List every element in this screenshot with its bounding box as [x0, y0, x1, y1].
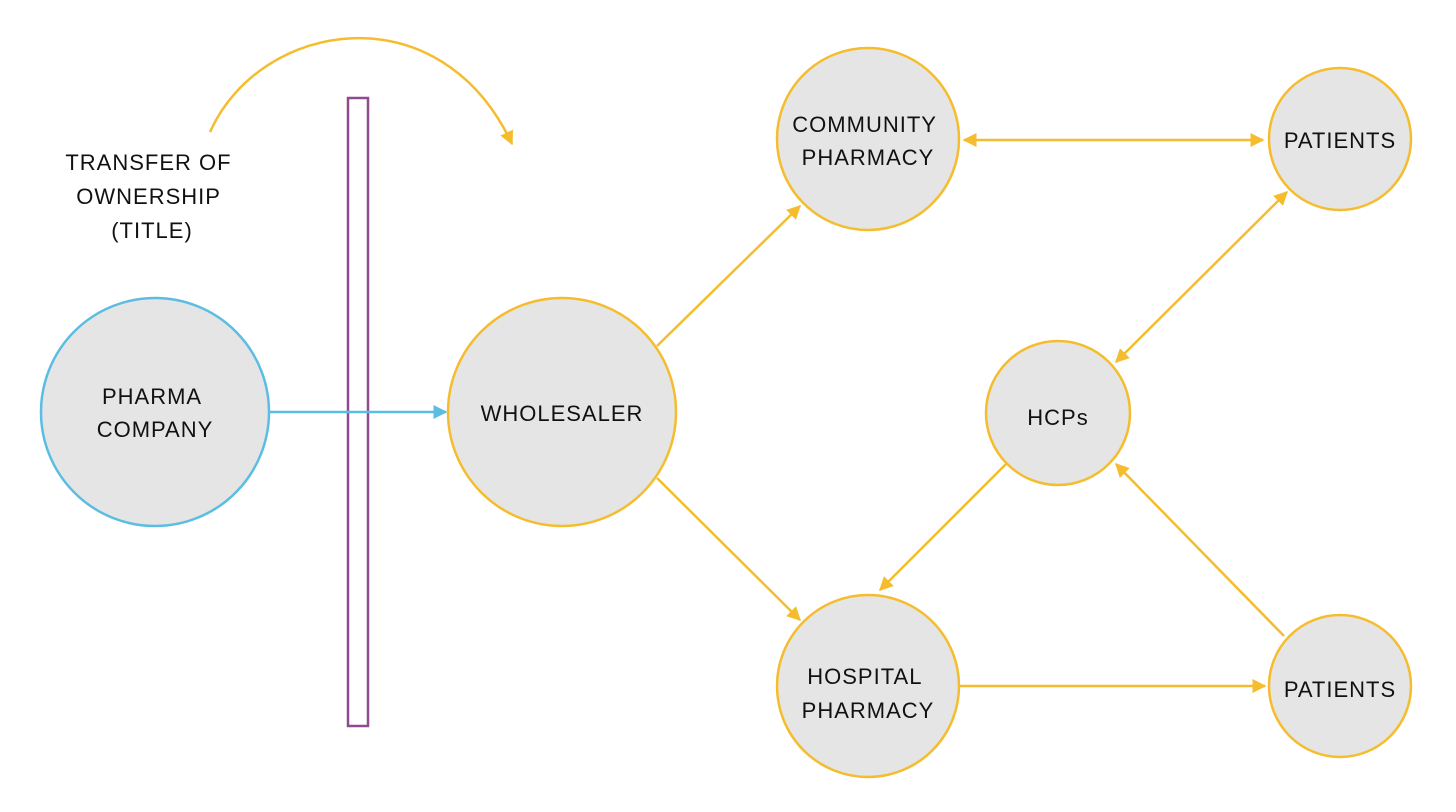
node-pharma-company-line2: COMPANY — [97, 417, 214, 442]
node-hospital-pharmacy: HOSPITAL PHARMACY — [775, 593, 961, 779]
node-wholesaler-label: WHOLESALER — [481, 401, 644, 426]
node-patients-top-label: PATIENTS — [1284, 128, 1396, 153]
node-patients-bottom-label: PATIENTS — [1284, 677, 1396, 702]
node-hcps-label: HCPs — [1027, 405, 1088, 430]
node-patients-top: PATIENTS — [1267, 66, 1413, 212]
edge-wholesaler-to-hospital — [656, 477, 801, 621]
node-community-pharmacy: COMMUNITY PHARMACY — [775, 46, 961, 232]
node-hospital-pharmacy-line2: PHARMACY — [802, 698, 935, 723]
edge-wholesaler-to-community — [656, 205, 802, 347]
transfer-note: TRANSFER OF OWNERSHIP (TITLE) — [65, 150, 238, 243]
node-hcps: HCPs — [984, 339, 1132, 487]
node-hospital-pharmacy-label: HOSPITAL PHARMACY — [802, 664, 935, 723]
node-hospital-pharmacy-line1: HOSPITAL — [807, 664, 921, 689]
node-community-pharmacy-line1: COMMUNITY — [792, 112, 936, 137]
transfer-note-line2: OWNERSHIP — [76, 184, 220, 209]
node-pharma-company-label: PHARMA COMPANY — [97, 384, 214, 442]
node-wholesaler: WHOLESALER — [446, 296, 678, 528]
node-community-pharmacy-label: COMMUNITY PHARMACY — [792, 112, 943, 170]
edge-patients-hcps — [1115, 191, 1288, 363]
node-patients-bottom: PATIENTS — [1267, 613, 1413, 759]
node-pharma-company: PHARMA COMPANY — [39, 296, 271, 528]
transfer-curved-arrow — [208, 37, 514, 146]
node-community-pharmacy-line2: PHARMACY — [802, 145, 935, 170]
transfer-note-line3: (TITLE) — [111, 218, 193, 243]
edge-patients-to-hcps — [1115, 462, 1285, 637]
transfer-note-line1: TRANSFER OF — [65, 150, 231, 175]
node-pharma-company-line1: PHARMA — [102, 384, 201, 409]
edge-hcps-to-hospital — [879, 463, 1007, 591]
